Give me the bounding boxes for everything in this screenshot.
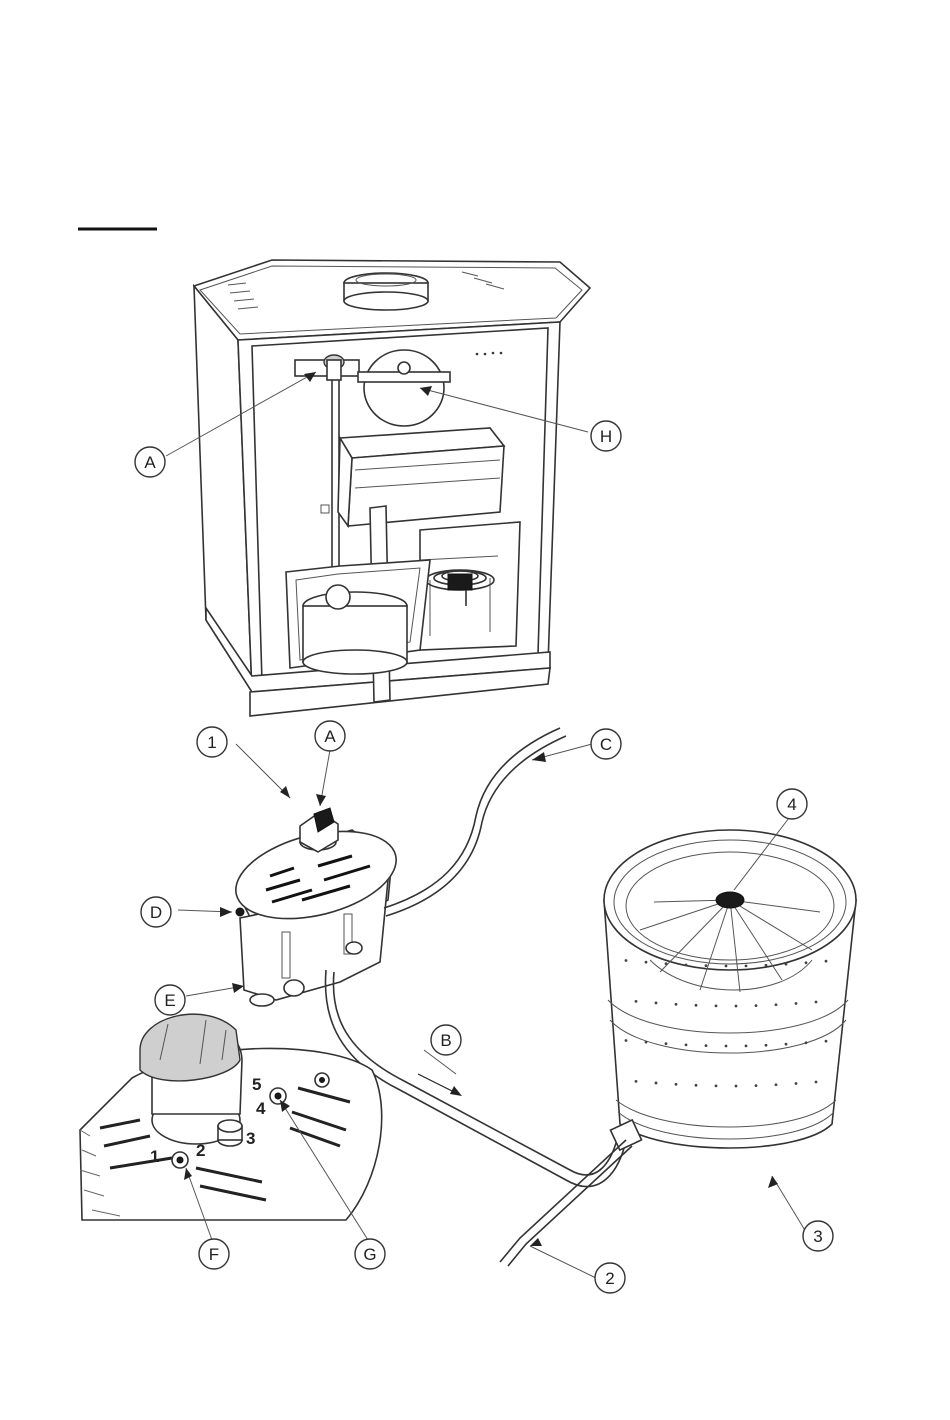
callout-label: A xyxy=(324,727,336,746)
perforation-dot xyxy=(705,1044,708,1047)
perforation-dot xyxy=(625,1039,628,1042)
dial-number-5: 5 xyxy=(252,1075,261,1094)
perforation-dot xyxy=(725,965,728,968)
callout-b: B xyxy=(431,1025,461,1055)
perforation-dot xyxy=(645,1041,648,1044)
perforation-dot xyxy=(825,960,828,963)
perforation-dot xyxy=(665,1042,668,1045)
perforation-dot xyxy=(685,963,688,966)
callout-label: A xyxy=(144,453,156,472)
perforation-dot xyxy=(785,963,788,966)
perforation-dot xyxy=(775,1083,778,1086)
perforation-dot xyxy=(695,1084,698,1087)
perforation-dot xyxy=(765,964,768,967)
callout-4: 4 xyxy=(777,789,807,819)
perforation-dot xyxy=(675,1083,678,1086)
callout-h: H xyxy=(591,421,621,451)
callout-label: C xyxy=(600,735,612,754)
dial-number-4: 4 xyxy=(256,1099,266,1118)
perforation-dot xyxy=(695,1004,698,1007)
perforation-dot xyxy=(635,1000,638,1003)
callout-label: E xyxy=(164,991,175,1010)
callout-1: 1 xyxy=(197,727,227,757)
perforation-dot xyxy=(785,1043,788,1046)
perforation-dot xyxy=(635,1080,638,1083)
perforation-dot xyxy=(685,1043,688,1046)
perforation-dot xyxy=(815,1081,818,1084)
perforation-dot xyxy=(715,1004,718,1007)
perforation-dot xyxy=(795,1002,798,1005)
control-valve-module xyxy=(227,808,405,1006)
perforation-dot xyxy=(745,1044,748,1047)
perforation-dot xyxy=(755,1004,758,1007)
perforation-dot xyxy=(645,961,648,964)
perforation-dot xyxy=(775,1003,778,1006)
perforation-dot xyxy=(655,1082,658,1085)
callout-2: 2 xyxy=(595,1263,625,1293)
callout-label: G xyxy=(363,1245,376,1264)
igniter-rod-edge xyxy=(508,1146,632,1266)
callout-label: F xyxy=(209,1245,219,1264)
fuel-line-inlet xyxy=(384,728,560,908)
perforation-dot xyxy=(725,1045,728,1048)
perforation-dot xyxy=(705,964,708,967)
callout-d: D xyxy=(141,897,171,927)
perforation-dot xyxy=(815,1001,818,1004)
callout-e: E xyxy=(155,985,185,1015)
callout-label: 1 xyxy=(207,733,216,752)
perforation-dot xyxy=(675,1003,678,1006)
dial-number-2: 2 xyxy=(196,1141,205,1160)
dial-number-1: 1 xyxy=(150,1147,159,1166)
callout-f: F xyxy=(199,1239,229,1269)
perforation-dot xyxy=(655,1002,658,1005)
callout-label: 4 xyxy=(787,795,796,814)
perforation-dot xyxy=(825,1040,828,1043)
perforation-dot xyxy=(625,959,628,962)
callout-g: G xyxy=(355,1239,385,1269)
burner-pot xyxy=(604,830,856,1150)
perforation-dot xyxy=(765,1044,768,1047)
callout-3: 3 xyxy=(803,1221,833,1251)
callout-a-mid: A xyxy=(315,721,345,751)
callout-c: C xyxy=(591,729,621,759)
callout-label: D xyxy=(150,903,162,922)
callout-label: B xyxy=(440,1031,451,1050)
stove-cabinet xyxy=(194,260,590,716)
perforation-dot xyxy=(805,961,808,964)
callout-a-top: A xyxy=(135,447,165,477)
perforation-dot xyxy=(795,1082,798,1085)
perforation-dot xyxy=(745,964,748,967)
perforation-dot xyxy=(735,1005,738,1008)
perforation-dot xyxy=(735,1085,738,1088)
perforation-dot xyxy=(715,1084,718,1087)
igniter-rod xyxy=(500,1140,626,1262)
callout-label: 2 xyxy=(605,1269,614,1288)
perforation-dot xyxy=(755,1084,758,1087)
fuel-line-inlet-edge xyxy=(386,736,566,916)
callout-label: H xyxy=(600,427,612,446)
perforation-dot xyxy=(805,1041,808,1044)
callout-label: 3 xyxy=(813,1227,822,1246)
dial-number-3: 3 xyxy=(246,1129,255,1148)
